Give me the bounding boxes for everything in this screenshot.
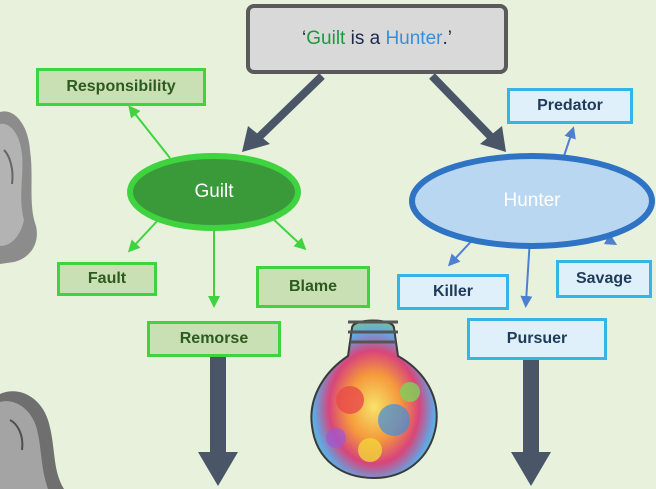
hunter-node-label: Hunter <box>503 190 561 211</box>
blame-box: Blame <box>256 266 370 308</box>
predator-box: Predator <box>507 88 633 124</box>
remorse-box: Remorse <box>147 321 281 357</box>
guilt-node-shape <box>127 153 301 231</box>
down-arrow-pursuer-head <box>511 452 551 486</box>
arrow-title-to-guilt <box>253 73 325 143</box>
guilt-node-label: Guilt <box>194 181 234 202</box>
pursuer-box: Pursuer <box>467 318 607 360</box>
fault-box: Fault <box>57 262 157 296</box>
responsibility-box: Responsibility <box>36 68 206 106</box>
down-arrow-remorse-shaft <box>210 357 226 453</box>
arrow-guilt-responsibility <box>128 105 171 159</box>
lightbulb-image <box>310 319 438 480</box>
statue-bust-image <box>0 391 64 489</box>
title-word-guilt: Guilt <box>306 28 346 49</box>
arrowhead-title-to-guilt <box>242 126 270 152</box>
title-middle-text: is a <box>345 28 386 49</box>
title-box: ‘Guilt is a Hunter.’ <box>246 4 508 74</box>
savage-box: Savage <box>556 260 652 298</box>
arrow-guilt-blame <box>271 217 307 251</box>
down-arrow-pursuer-shaft <box>523 357 539 453</box>
title-open-quote: ‘ <box>302 28 307 49</box>
killer-box: Killer <box>397 274 509 310</box>
arrow-guilt-fault <box>127 217 161 253</box>
hunter-node-shape <box>409 153 655 249</box>
title-close-quote: .’ <box>442 28 452 49</box>
statue-head-image <box>0 111 37 264</box>
arrowhead-title-to-hunter <box>480 126 506 152</box>
down-arrow-remorse-head <box>198 452 238 486</box>
title-word-hunter: Hunter <box>385 28 443 49</box>
arrow-title-to-hunter <box>429 73 497 143</box>
